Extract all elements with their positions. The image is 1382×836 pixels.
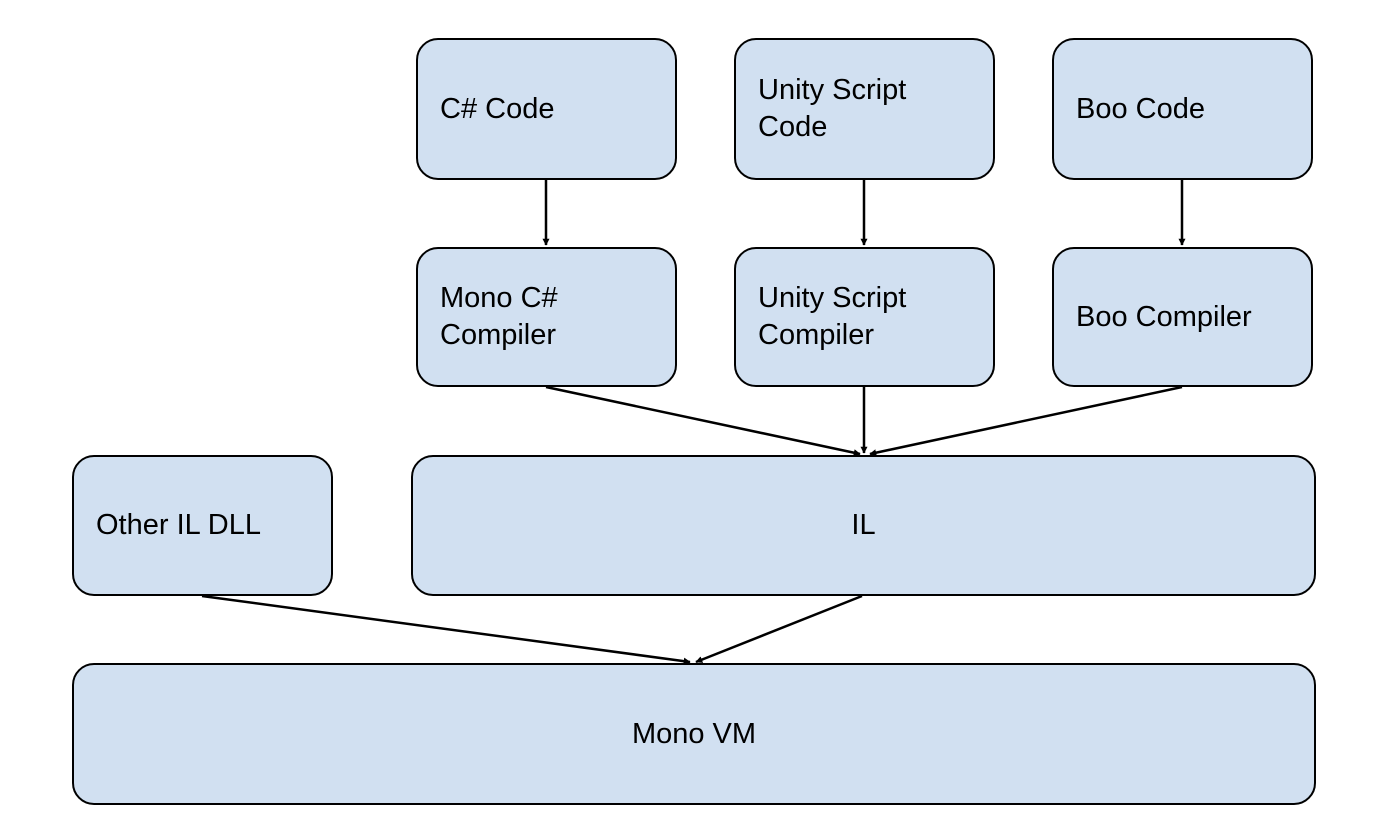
csharp-code-node: C# Code xyxy=(416,38,677,180)
il-label: IL xyxy=(851,509,876,541)
boo-code-node: Boo Code xyxy=(1052,38,1313,180)
il-node: IL xyxy=(411,455,1316,596)
unity-script-code-label: Unity Script Code xyxy=(758,74,907,143)
unity-script-compiler-label: Unity Script Compiler xyxy=(758,282,907,351)
mono-csharp-compiler-label: Mono C# Compiler xyxy=(440,282,558,351)
edge-other-il-dll-to-mono-vm xyxy=(201,594,691,665)
other-il-dll-label: Other IL DLL xyxy=(96,509,261,541)
mono-csharp-compiler-node: Mono C# Compiler xyxy=(416,247,677,387)
edge-boo-compiler-to-il xyxy=(869,385,1183,457)
edge-il-to-mono-vm xyxy=(695,594,863,664)
edge-mono-csharp-compiler-to-il xyxy=(545,385,861,457)
mono-vm-label: Mono VM xyxy=(631,717,757,750)
unity-script-compiler-node: Unity Script Compiler xyxy=(734,247,995,387)
mono-vm-node: Mono VM xyxy=(72,663,1316,805)
boo-compiler-node: Boo Compiler xyxy=(1052,247,1313,387)
boo-compiler-label: Boo Compiler xyxy=(1076,300,1252,333)
unity-script-code-node: Unity Script Code xyxy=(734,38,995,180)
boo-code-label: Boo Code xyxy=(1076,92,1205,125)
other-il-dll-node: Other IL DLL xyxy=(72,455,333,596)
csharp-code-label: C# Code xyxy=(440,92,555,125)
